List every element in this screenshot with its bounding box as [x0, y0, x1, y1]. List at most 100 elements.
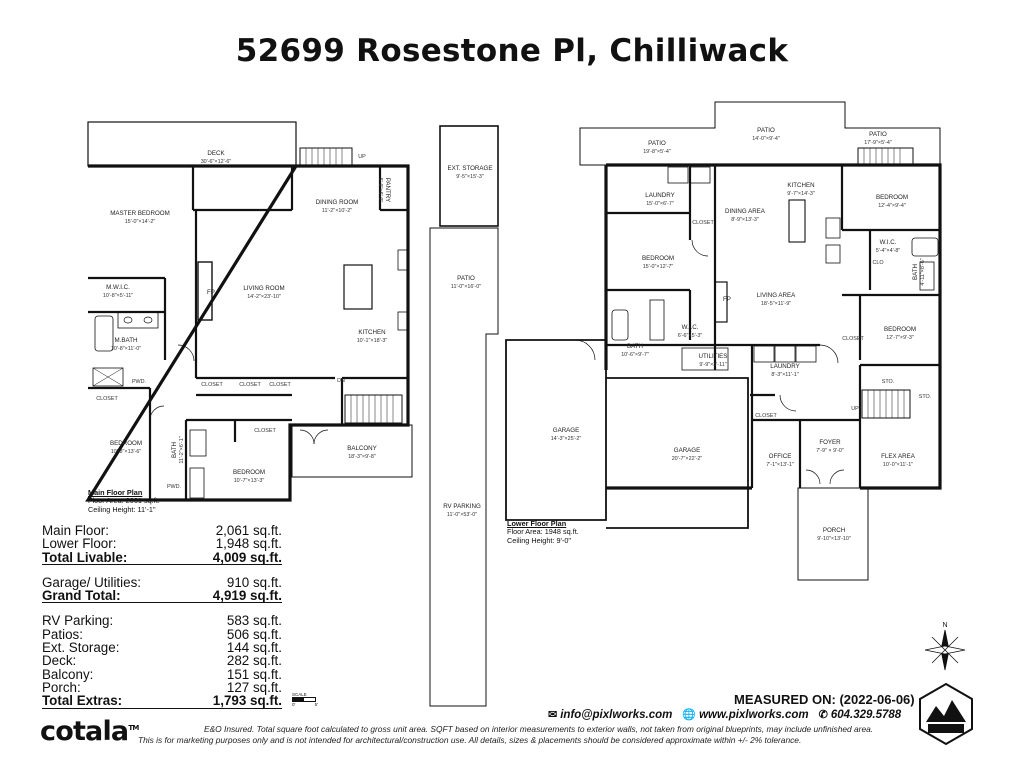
svg-text:6'-6"×5'-3": 6'-6"×5'-3": [678, 333, 703, 339]
label-mwic: M.W.I.C.: [106, 284, 130, 291]
svg-text:17'-9"×5'-4": 17'-9"×5'-4": [864, 140, 892, 146]
svg-text:8'-9"×13'-3": 8'-9"×13'-3": [731, 217, 759, 223]
svg-text:CLOSET: CLOSET: [254, 428, 276, 434]
label-living-area: LIVING AREA: [757, 292, 796, 299]
label-bedroom-3: BEDROOM: [876, 194, 908, 201]
disclaimer-line-2: This is for marketing purposes only and …: [138, 735, 802, 745]
kitchen-island: [343, 264, 373, 310]
svg-text:15'-0"×12'-7": 15'-0"×12'-7": [643, 264, 674, 270]
label-bath-lower-1: BATH: [912, 264, 919, 280]
contact-email[interactable]: info@pixlworks.com: [560, 708, 673, 721]
label-office: OFFICE: [769, 453, 792, 460]
label-bedroom-2: BEDROOM: [233, 469, 265, 476]
svg-text:30'-6"×12'-6": 30'-6"×12'-6": [201, 159, 232, 165]
garage-area: [505, 339, 607, 521]
stat-main: Main Floor:2,061 sq.ft.: [42, 523, 282, 538]
svg-text:10'-6"×9'-7": 10'-6"×9'-7": [621, 352, 649, 358]
label-garage-1: GARAGE: [553, 427, 579, 434]
svg-text:UP: UP: [851, 406, 859, 412]
svg-text:UP: UP: [358, 154, 366, 160]
deck-area: [87, 121, 297, 167]
phone-icon: ✆: [818, 709, 828, 721]
svg-text:14'-3"×25'-2": 14'-3"×25'-2": [551, 436, 582, 442]
lower-floor-heading: Lower Floor Plan: [507, 519, 567, 528]
stat-garage: Garage/ Utilities:910 sq.ft.: [42, 574, 282, 590]
label-wic-2: W.I.C.: [682, 324, 699, 331]
label-bedroom-5: BEDROOM: [884, 326, 916, 333]
compass-icon: [924, 629, 966, 671]
svg-text:CLOSET: CLOSET: [692, 220, 714, 226]
svg-text:CLOSET: CLOSET: [842, 336, 864, 342]
label-bath-main: BATH: [171, 442, 178, 458]
label-ext-storage: EXT. STORAGE: [448, 165, 493, 172]
label-patio-left: PATIO: [648, 140, 666, 147]
ext-storage-area: [439, 125, 499, 227]
svg-text:CLOSET: CLOSET: [269, 382, 291, 388]
mail-icon: ✉: [548, 709, 558, 721]
svg-text:15'-0"×14'-2": 15'-0"×14'-2": [125, 219, 156, 225]
label-dining-area: DINING AREA: [725, 208, 766, 215]
svg-text:5'-4"×4'-8": 5'-4"×4'-8": [876, 248, 901, 254]
main-floor-info: Main Floor Plan Floor Area: 2061 sq.ft. …: [88, 488, 160, 514]
main-floor-heading: Main Floor Plan: [88, 488, 143, 497]
svg-text:14'-0"×9'-4": 14'-0"×9'-4": [752, 136, 780, 142]
label-deck: DECK: [207, 150, 225, 157]
svg-text:7'-1"×13'-1": 7'-1"×13'-1": [766, 462, 794, 468]
label-living-room: LIVING ROOM: [243, 285, 284, 292]
svg-text:18'-3"×9'-8": 18'-3"×9'-8": [348, 454, 376, 460]
lower-floor-area: Floor Area: 1948 sq.ft.: [507, 527, 579, 537]
svg-text:10'-8"×11'-0": 10'-8"×11'-0": [111, 346, 141, 352]
svg-text:10'-8"×13'-6": 10'-8"×13'-6": [111, 449, 142, 455]
stat-grand: Grand Total:4,919 sq.ft.: [42, 588, 282, 604]
label-mbath: M.BATH: [115, 337, 138, 344]
area-summary: Main Floor:2,061 sq.ft. Lower Floor:1,94…: [42, 524, 282, 709]
label-balcony: BALCONY: [347, 445, 377, 452]
svg-text:PWD.: PWD.: [132, 379, 146, 385]
lower-floor-info: Lower Floor Plan Floor Area: 1948 sq.ft.…: [507, 519, 579, 545]
label-kitchen-lower: KITCHEN: [787, 182, 814, 189]
label-fp: FP: [207, 289, 215, 296]
svg-text:5'-9"×6'-9": 5'-9"×6'-9": [377, 178, 383, 203]
label-garage-2: GARAGE: [674, 447, 700, 454]
svg-text:DN: DN: [337, 378, 345, 384]
svg-text:9'-7"×14'-3": 9'-7"×14'-3": [787, 191, 815, 197]
svg-text:STO.: STO.: [919, 394, 931, 400]
svg-text:18'-5"×11'-9": 18'-5"×11'-9": [761, 301, 791, 307]
stat-porch: Porch:127 sq.ft.: [42, 679, 282, 695]
svg-text:11'-0"×53'-0": 11'-0"×53'-0": [447, 512, 477, 518]
contact-web[interactable]: www.pixlworks.com: [699, 708, 809, 721]
label-foyer: FOYER: [819, 439, 841, 446]
svg-text:19'-8"×5'-4": 19'-8"×5'-4": [643, 149, 671, 155]
svg-text:10'-0"×11'-1": 10'-0"×11'-1": [883, 462, 913, 468]
svg-text:15'-0"×6'-7": 15'-0"×6'-7": [646, 201, 674, 207]
globe-icon: 🌐: [682, 709, 697, 721]
svg-text:9'-5"×15'-3": 9'-5"×15'-3": [456, 174, 484, 180]
svg-text:14'-2"×23'-10": 14'-2"×23'-10": [247, 294, 281, 300]
lower-floor-ceiling: Ceiling Height: 9'-0": [507, 535, 572, 545]
svg-text:11'-2"×6'-1": 11'-2"×6'-1": [179, 436, 185, 463]
main-floor-ceiling: Ceiling Height: 11'-1": [88, 504, 156, 514]
svg-text:9'-10"×13'-10": 9'-10"×13'-10": [817, 536, 851, 542]
contact-bar: ✉info@pixlworks.com 🌐www.pixlworks.com ✆…: [548, 708, 902, 722]
svg-text:CLOSET: CLOSET: [201, 382, 223, 388]
svg-text:STO.: STO.: [882, 379, 894, 385]
svg-text:12'-4"×9'-4": 12'-4"×9'-4": [878, 203, 906, 209]
svg-text:CLOSET: CLOSET: [755, 413, 777, 419]
label-kitchen: KITCHEN: [358, 329, 385, 336]
label-flex-area: FLEX AREA: [881, 453, 916, 460]
label-patio-right: PATIO: [869, 131, 887, 138]
label-pantry: PANTRY: [384, 178, 391, 203]
svg-text:7'-9" × 9'-0": 7'-9" × 9'-0": [816, 448, 844, 454]
measured-on: MEASURED ON: (2022-06-06): [734, 692, 915, 707]
svg-text:11'-2"×10'-2": 11'-2"×10'-2": [322, 208, 352, 214]
pixlworks-logo: [919, 682, 973, 746]
label-bath-lower-2: BATH: [627, 343, 643, 350]
label-patio-center: PATIO: [457, 275, 475, 282]
label-fp-lower: FP: [723, 296, 731, 303]
stat-patios: Patios:506 sq.ft.: [42, 626, 282, 642]
svg-text:CLOSET: CLOSET: [96, 396, 118, 402]
stat-deck: Deck:282 sq.ft.: [42, 653, 282, 669]
scale-bar: SCALE 0'5': [292, 692, 318, 707]
contact-phone[interactable]: 604.329.5788: [830, 708, 902, 721]
